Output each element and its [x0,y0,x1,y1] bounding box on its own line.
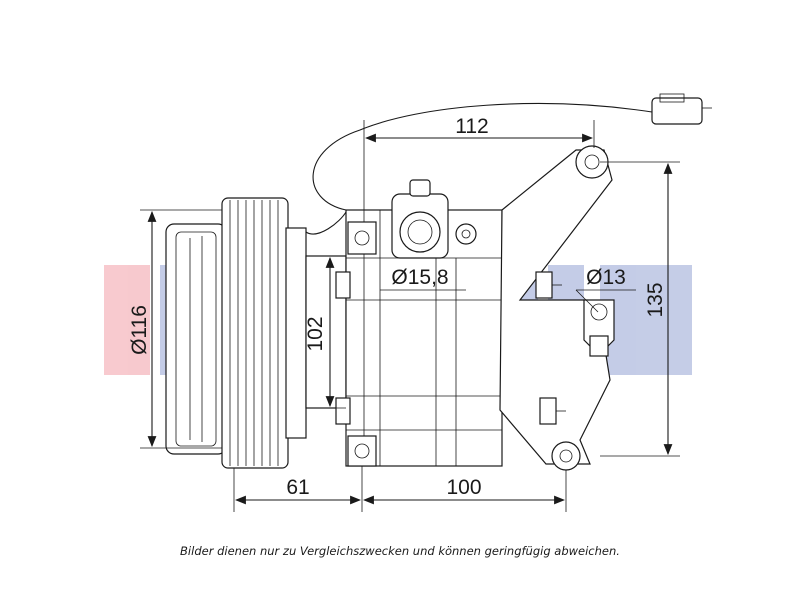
compressor-body [305,145,615,471]
dim-port-right: Ø13 [586,266,626,289]
dim-port-left: Ø15,8 [391,266,448,289]
dim-bottom-right: 100 [446,476,481,499]
dim-height-102: 102 [304,316,327,351]
dim-pulley-diameter: Ø116 [128,305,151,355]
dimension-lines [140,120,680,512]
disclaimer-caption: Bilder dienen nur zu Vergleichszwecken u… [180,544,620,558]
dim-bottom-left: 61 [286,476,309,499]
dim-height-135: 135 [644,282,667,317]
dim-top-width: 112 [455,115,488,138]
pulley [165,197,307,469]
sensor-cable [305,93,712,235]
